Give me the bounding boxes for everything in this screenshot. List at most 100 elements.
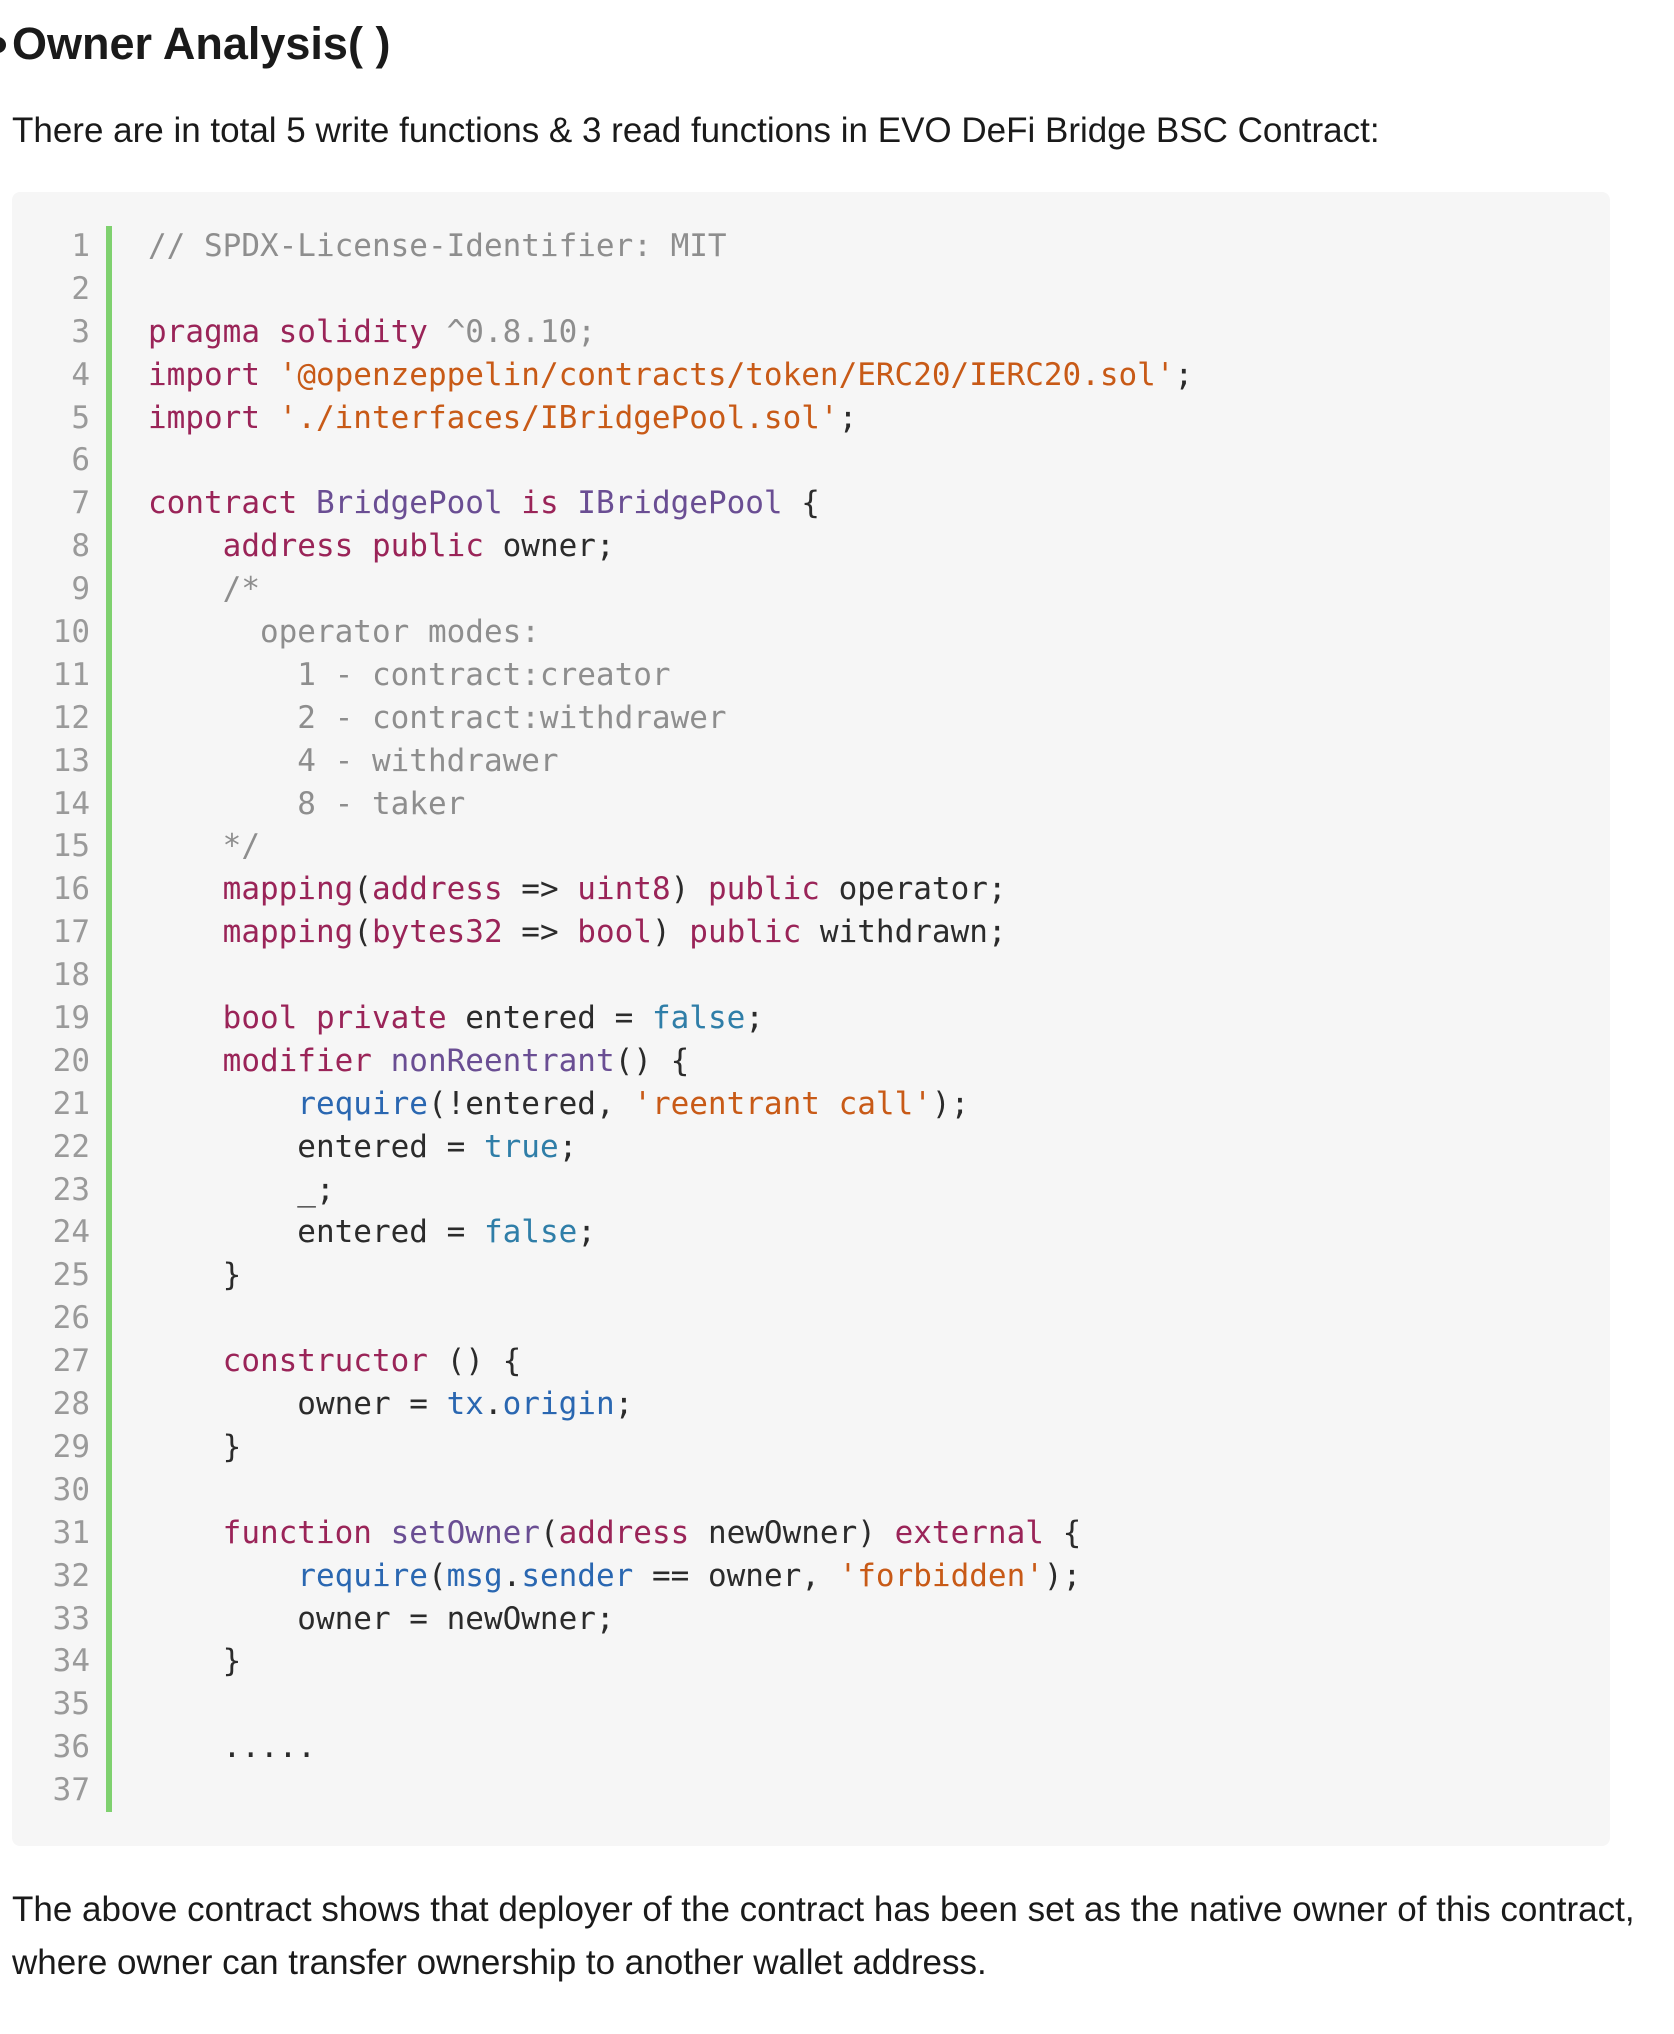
- line-number: 19: [52, 1000, 90, 1037]
- code-token: 2 - contract:withdrawer: [148, 699, 727, 736]
- line-code: mapping(address => uint8) public operato…: [148, 868, 1007, 911]
- code-token: sender: [521, 1557, 634, 1594]
- code-line: 34 }: [12, 1640, 242, 1683]
- code-token: [503, 485, 522, 521]
- code-token: entered =: [148, 1128, 484, 1165]
- line-number: 7: [71, 485, 90, 522]
- code-token: ;: [838, 399, 858, 436]
- code-token: public: [371, 528, 484, 565]
- code-token: [148, 1086, 297, 1122]
- code-token: ): [651, 914, 690, 951]
- code-token: contract: [148, 485, 298, 522]
- code-token: require: [297, 1557, 428, 1594]
- line-number: 18: [52, 957, 90, 994]
- code-line: 26: [12, 1297, 90, 1340]
- line-number: 22: [52, 1128, 90, 1165]
- line-number: 13: [52, 742, 90, 779]
- line-number: 10: [52, 614, 90, 651]
- line-code: function setOwner(address newOwner) exte…: [148, 1512, 1082, 1555]
- code-token: import: [148, 399, 260, 436]
- line-code: modifier nonReentrant() {: [148, 1040, 690, 1083]
- code-token: [260, 400, 279, 436]
- code-token: '@openzeppelin/contracts/token/ERC20/IER…: [278, 356, 1175, 393]
- code-token: [559, 485, 578, 521]
- line-number: 20: [52, 1042, 90, 1079]
- code-token: ): [670, 871, 708, 908]
- code-token: (: [353, 871, 372, 908]
- code-token: uint8: [577, 871, 671, 908]
- line-number: 25: [52, 1257, 90, 1294]
- line-code: require(!entered, 'reentrant call');: [148, 1083, 969, 1126]
- code-line: 30: [12, 1469, 90, 1512]
- code-token: 'forbidden': [838, 1557, 1044, 1594]
- code-line: 13 4 - withdrawer: [12, 740, 559, 783]
- line-code: _;: [148, 1169, 334, 1212]
- line-number: 28: [52, 1386, 90, 1423]
- line-code: import '@openzeppelin/contracts/token/ER…: [148, 354, 1193, 397]
- line-code: operator modes:: [148, 611, 540, 654]
- line-code: entered = false;: [148, 1211, 596, 1254]
- code-token: mapping: [222, 871, 354, 908]
- code-line: 20 modifier nonReentrant() {: [12, 1040, 690, 1083]
- code-line: 32 require(msg.sender == owner, 'forbidd…: [12, 1555, 1082, 1598]
- code-token: ;: [614, 1386, 634, 1423]
- code-token: (: [353, 914, 372, 951]
- code-token: msg: [446, 1557, 503, 1594]
- code-token: =>: [502, 914, 578, 951]
- line-code: // SPDX-License-Identifier: MIT: [148, 225, 727, 268]
- code-token: [148, 871, 223, 907]
- line-number: 33: [52, 1600, 90, 1637]
- code-token: bool: [577, 914, 652, 951]
- line-code: mapping(bytes32 => bool) public withdraw…: [148, 911, 1007, 954]
- code-token: entered =: [446, 1000, 652, 1037]
- code-token: bytes32: [371, 914, 503, 951]
- line-code: }: [148, 1640, 242, 1683]
- code-token: mapping: [222, 914, 354, 951]
- code-token: .: [483, 1386, 503, 1423]
- line-code: address public owner;: [148, 525, 615, 568]
- code-token: /*: [148, 571, 260, 608]
- code-token: }: [148, 1428, 242, 1465]
- line-number: 34: [52, 1643, 90, 1680]
- line-number: 24: [52, 1214, 90, 1251]
- code-token: ;: [558, 1128, 578, 1165]
- code-token: [148, 528, 223, 564]
- code-token: owner =: [148, 1386, 447, 1423]
- code-token: newOwner): [689, 1514, 895, 1551]
- code-line: 14 8 - taker: [12, 783, 466, 826]
- code-token: .....: [148, 1729, 316, 1766]
- line-number: 15: [52, 828, 90, 865]
- code-token: [148, 1515, 223, 1551]
- line-number: 31: [52, 1514, 90, 1551]
- line-number: 21: [52, 1085, 90, 1122]
- code-token: 4 - withdrawer: [148, 742, 559, 779]
- line-number: 17: [52, 914, 90, 951]
- line-number: 8: [71, 528, 90, 565]
- line-number: 3: [71, 313, 90, 350]
- code-token: [372, 1515, 391, 1551]
- code-token: [372, 1043, 391, 1079]
- line-code: }: [148, 1254, 242, 1297]
- code-token: modifier: [222, 1042, 372, 1079]
- code-token: tx: [446, 1386, 484, 1423]
- code-token: withdrawn;: [801, 914, 1007, 951]
- line-code: require(msg.sender == owner, 'forbidden'…: [148, 1555, 1081, 1598]
- code-token: address: [371, 871, 503, 908]
- intro-paragraph: There are in total 5 write functions & 3…: [12, 111, 1380, 150]
- line-number: 35: [52, 1686, 90, 1723]
- code-token: [148, 914, 223, 950]
- line-number: 14: [52, 785, 90, 822]
- code-token: owner = newOwner;: [148, 1600, 615, 1637]
- code-token: is: [521, 485, 559, 522]
- code-token: [148, 1343, 223, 1379]
- code-line: 23 _;: [12, 1169, 335, 1212]
- code-token: */: [148, 828, 260, 865]
- code-line: 24 entered = false;: [12, 1211, 596, 1254]
- code-token: address: [558, 1514, 690, 1551]
- code-line: 12 2 - contract:withdrawer: [12, 697, 727, 740]
- code-token: [148, 1043, 223, 1079]
